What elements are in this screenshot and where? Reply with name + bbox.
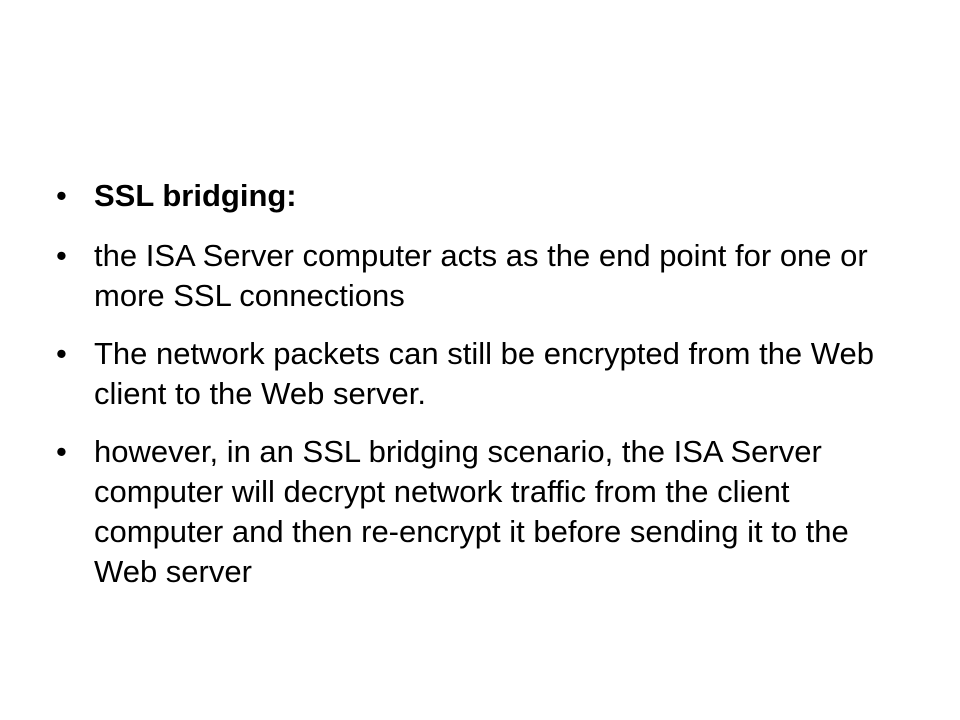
bullet-marker: • <box>56 434 67 469</box>
bullet-item-end-point: • the ISA Server computer acts as the en… <box>56 236 916 316</box>
bullet-marker: • <box>56 178 67 213</box>
bullet-marker: • <box>56 238 67 273</box>
bullet-text: SSL bridging: <box>94 178 297 213</box>
bullet-text: The network packets can still be encrypt… <box>94 336 874 411</box>
bullet-item-ssl-bridging-heading: • SSL bridging: <box>56 176 916 216</box>
bullet-item-decrypt-reencrypt: • however, in an SSL bridging scenario, … <box>56 432 916 592</box>
bullet-item-encrypted-packets: • The network packets can still be encry… <box>56 334 916 414</box>
bullet-text: however, in an SSL bridging scenario, th… <box>94 434 849 589</box>
bullet-marker: • <box>56 336 67 371</box>
bullet-text: the ISA Server computer acts as the end … <box>94 238 868 313</box>
